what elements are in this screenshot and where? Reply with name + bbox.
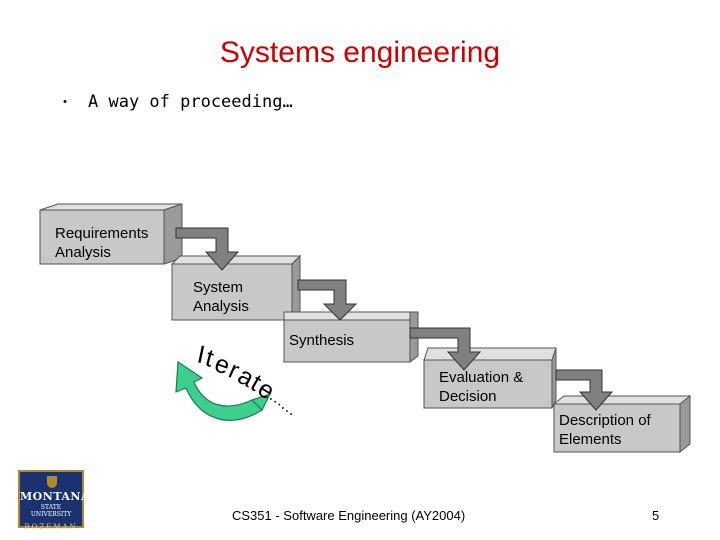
bullet-text: A way of proceeding… — [88, 92, 293, 112]
slide-footer: CS351 - Software Engineering (AY2004) — [232, 508, 466, 523]
university-logo: MONTANA STATE UNIVERSITY BOZEMAN — [18, 470, 91, 531]
step-label-evaluation-decision: Evaluation & Decision — [439, 369, 524, 405]
logo-line-3: BOZEMAN — [24, 523, 78, 531]
iterate-letter: r — [225, 356, 244, 385]
iterate-letter: e — [211, 349, 234, 380]
bullet-item: ・ A way of proceeding… — [58, 92, 293, 112]
slide-title: Systems engineering — [219, 36, 501, 69]
page-number: 5 — [652, 508, 660, 523]
iterate-letter: a — [233, 362, 259, 393]
bullet-marker: ・ — [58, 95, 72, 111]
step-label-synthesis: Synthesis — [289, 332, 355, 349]
iterate-letter: t — [202, 344, 216, 373]
flow-arrow-2 — [297, 279, 358, 321]
logo-line-1: MONTANA — [20, 490, 91, 503]
iterate-letter: t — [246, 369, 266, 397]
iterate-letter: e — [253, 374, 280, 405]
crest-icon — [47, 476, 57, 488]
iterate-letter: … — [278, 396, 301, 419]
flow-arrow-1 — [175, 227, 240, 271]
logo-line-2: STATE UNIVERSITY — [30, 504, 72, 518]
iterate-label: I t e r a t e … … — [195, 340, 301, 419]
iterate-letter: I — [195, 340, 208, 369]
step-label-requirements-analysis: Requirements Analysis — [55, 225, 149, 261]
iterate-letter: … — [266, 387, 289, 410]
flow-arrow-4 — [555, 369, 614, 411]
step-label-description-of-elements: Description of Elements — [559, 412, 651, 448]
flow-arrow-3 — [409, 327, 482, 371]
iterate-arrow — [175, 360, 272, 421]
step-label-system-analysis: System Analysis — [193, 279, 249, 315]
